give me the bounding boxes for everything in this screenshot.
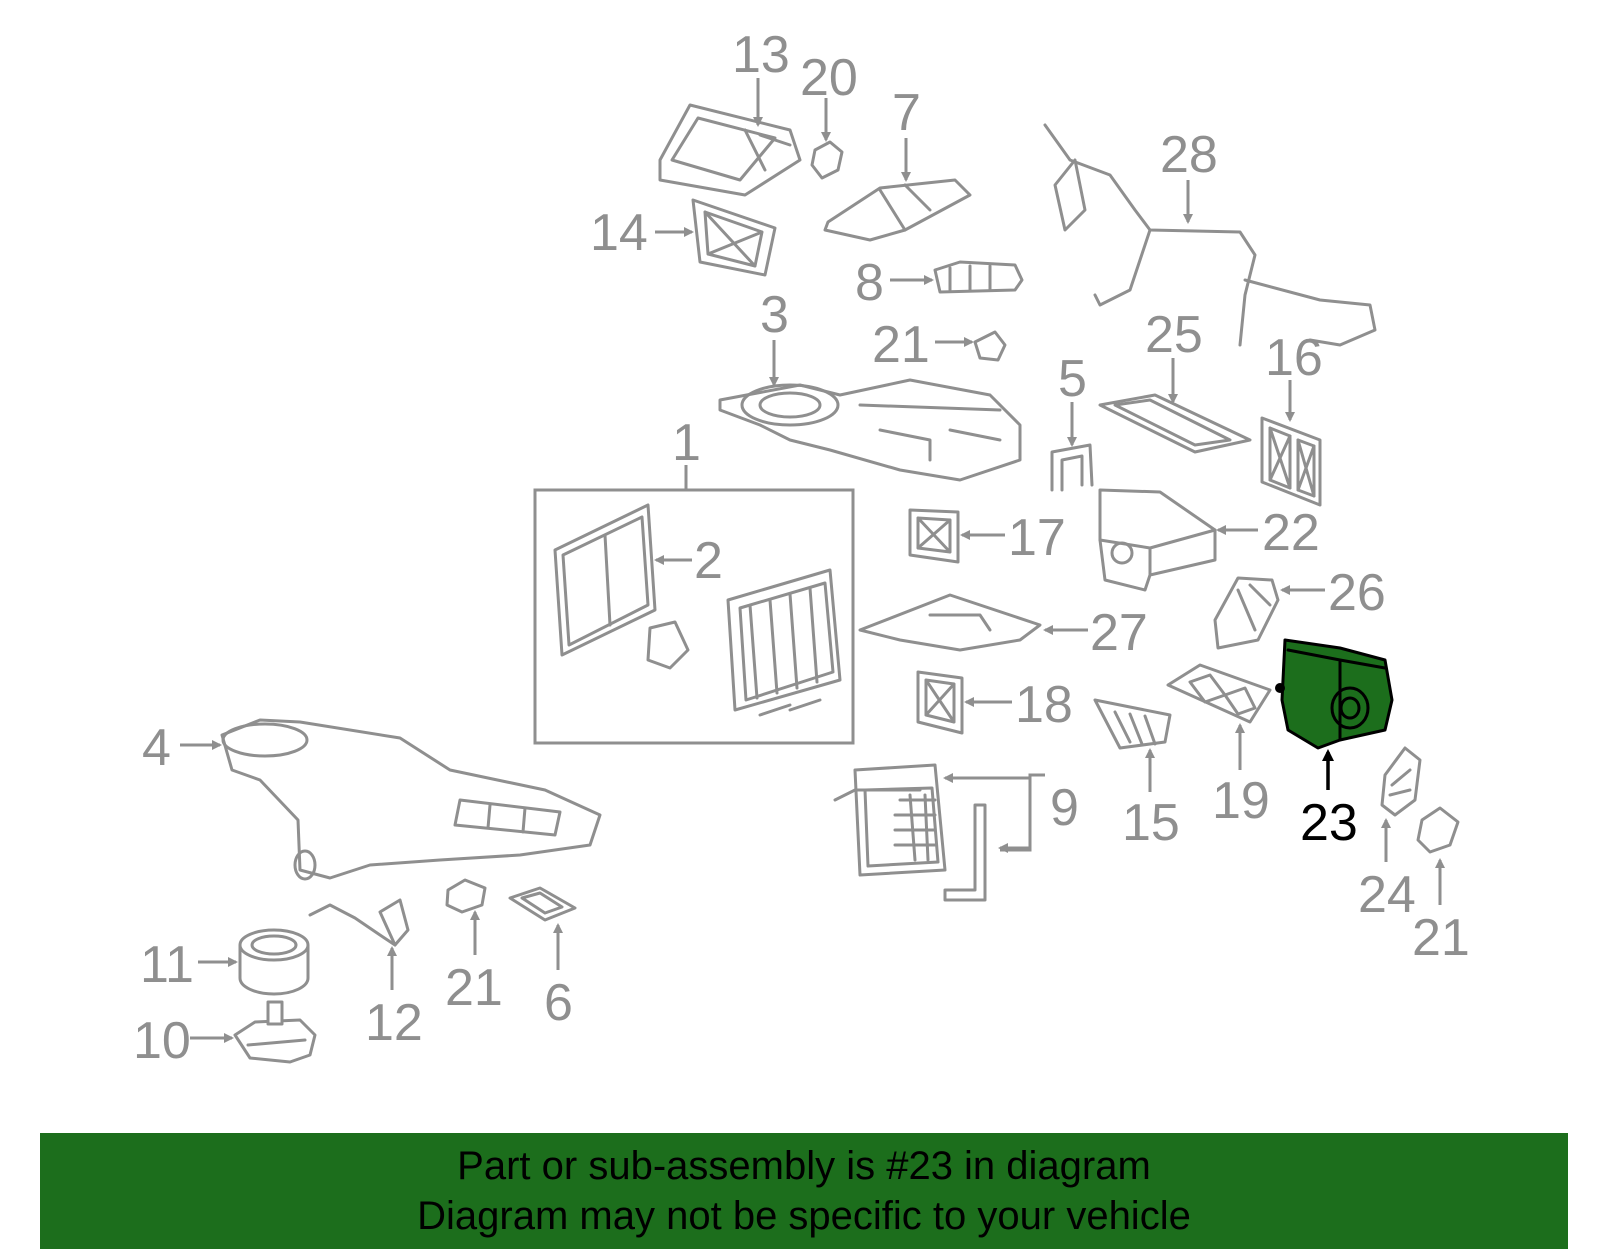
callout-1: 1 bbox=[672, 414, 701, 472]
callout-15: 15 bbox=[1122, 794, 1180, 852]
callout-12: 12 bbox=[365, 994, 423, 1052]
callout-17: 17 bbox=[1008, 509, 1066, 567]
part-21-right-shape bbox=[1416, 806, 1460, 854]
callout-24: 25 bbox=[1145, 306, 1203, 364]
callout-16: 16 bbox=[1265, 329, 1323, 387]
part-10-shape bbox=[233, 1000, 317, 1064]
callout-9: 9 bbox=[1050, 779, 1079, 837]
callout-19: 19 bbox=[1212, 772, 1270, 830]
callout-11: 11 bbox=[140, 936, 194, 994]
part-22-shape bbox=[1098, 488, 1217, 592]
part-23-highlighted-shape bbox=[1275, 638, 1394, 750]
part-6-shape bbox=[508, 886, 577, 922]
callout-6: 6 bbox=[544, 974, 573, 1032]
callout-21-lower: 21 bbox=[445, 959, 503, 1017]
callout-21-right: 21 bbox=[1412, 909, 1470, 967]
info-banner: Part or sub-assembly is #23 in diagram D… bbox=[40, 1133, 1568, 1249]
callout-28: 28 bbox=[1160, 126, 1218, 184]
part-14-shape bbox=[691, 198, 777, 277]
callout-5: 5 bbox=[1058, 350, 1087, 408]
callout-18: 18 bbox=[1015, 676, 1073, 734]
callout-4: 4 bbox=[142, 719, 171, 777]
callout-20: 20 bbox=[800, 49, 858, 107]
part-3-shape bbox=[718, 378, 1022, 482]
callout-27: 27 bbox=[1090, 604, 1148, 662]
part-27-shape bbox=[858, 593, 1042, 652]
part-28-shape bbox=[1043, 123, 1377, 347]
part-7-shape bbox=[823, 178, 972, 242]
callout-8: 8 bbox=[855, 254, 884, 312]
part-8-shape bbox=[933, 260, 1024, 294]
part-4-shape bbox=[220, 718, 602, 881]
evaporator-shape bbox=[646, 568, 842, 717]
callout-13: 13 bbox=[732, 26, 790, 84]
part-18-shape bbox=[916, 670, 964, 735]
part-12-shape bbox=[308, 898, 410, 947]
part-13-shape bbox=[658, 103, 802, 197]
part-24-shape bbox=[1098, 393, 1252, 454]
part-20-shape bbox=[810, 140, 844, 180]
part-9-shape bbox=[833, 763, 987, 902]
callout-3: 3 bbox=[760, 286, 789, 344]
part-21-lower-shape bbox=[445, 878, 487, 914]
part-2-shape bbox=[553, 503, 657, 657]
part-19-shape bbox=[1166, 663, 1272, 724]
leader-9 bbox=[1000, 773, 1045, 852]
assembly-1-box bbox=[533, 488, 855, 745]
callout-22: 22 bbox=[1262, 504, 1320, 562]
part-11-shape bbox=[238, 928, 310, 996]
part-17-shape bbox=[908, 508, 960, 564]
callout-21-upper: 21 bbox=[872, 316, 930, 374]
banner-line-1: Part or sub-assembly is #23 in diagram bbox=[457, 1144, 1151, 1188]
callout-2: 2 bbox=[694, 532, 723, 590]
callout-10: 10 bbox=[133, 1012, 191, 1070]
part-5-shape bbox=[1050, 443, 1094, 492]
part-16-shape bbox=[1260, 416, 1322, 507]
callout-25: 24 bbox=[1358, 866, 1416, 924]
part-26-shape bbox=[1213, 576, 1280, 650]
part-25-shape bbox=[1380, 746, 1422, 817]
part-15-shape bbox=[1093, 698, 1172, 750]
callout-14: 14 bbox=[590, 204, 648, 262]
part-21-upper-shape bbox=[973, 330, 1007, 362]
callout-26: 26 bbox=[1328, 564, 1386, 622]
banner-line-2: Diagram may not be specific to your vehi… bbox=[417, 1194, 1191, 1238]
callout-23: 23 bbox=[1300, 794, 1358, 852]
callout-7: 7 bbox=[892, 84, 921, 142]
